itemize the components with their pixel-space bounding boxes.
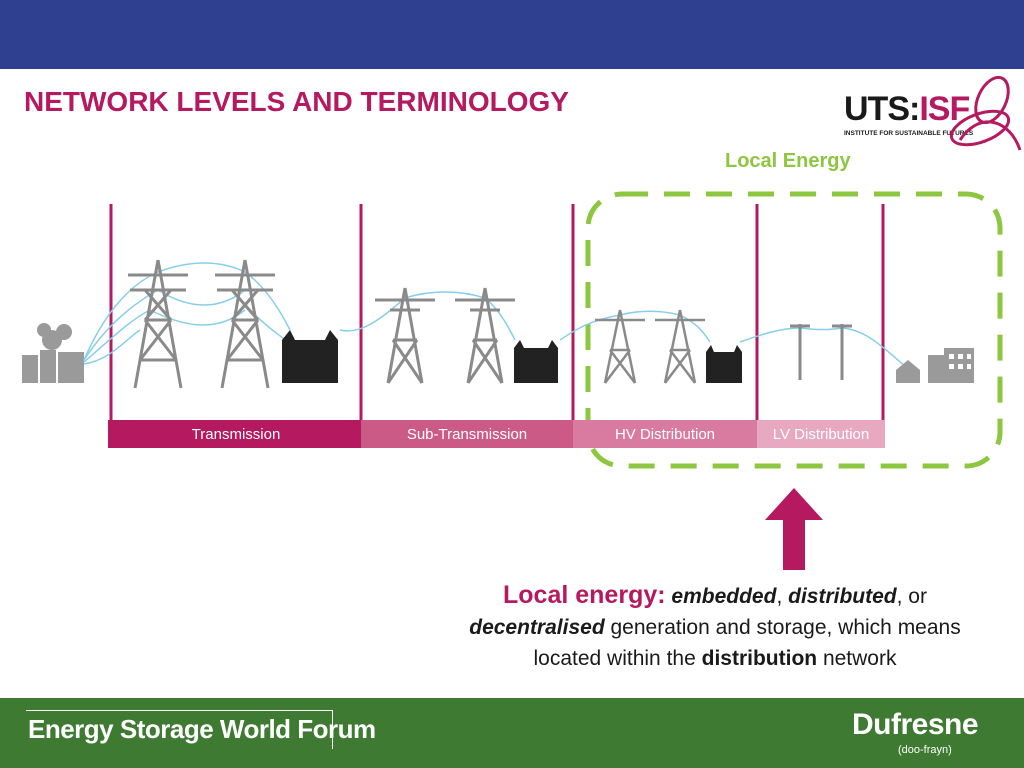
caption-line-3: located within the distribution network: [430, 643, 1000, 674]
caption-term-distributed: distributed: [788, 585, 897, 608]
level-label-transmission: Transmission: [192, 426, 281, 443]
footer-dufresne-logo: Dufresne: [852, 708, 979, 741]
footer-bar: Energy Storage World Forum Dufresne (doo…: [0, 698, 1024, 768]
sub-transmission-tower-icon: [375, 287, 515, 384]
local-energy-region: [585, 191, 1003, 469]
level-bar-sub-transmission: [361, 420, 573, 448]
lv-pole-icon: [790, 324, 852, 380]
network-diagram: Transmission Sub-Transmission HV Distrib…: [22, 191, 1003, 469]
caption-term-embedded: embedded: [671, 585, 777, 608]
uts-isf-logo: UTS:ISF INSTITUTE FOR SUSTAINABLE FUTURE…: [840, 70, 1024, 160]
level-label-lv-distribution: LV Distribution: [773, 426, 869, 443]
caption-lead: Local energy:: [503, 581, 666, 609]
caption-text-2: located within the: [533, 647, 696, 670]
page-title: NETWORK LEVELS AND TERMINOLOGY: [24, 86, 569, 117]
caption-sep-1: ,: [776, 585, 783, 608]
level-label-hv-distribution: HV Distribution: [615, 426, 715, 443]
caption-text-3: network: [822, 647, 897, 670]
transmission-tower-icon: [128, 259, 275, 389]
power-station-icon: [22, 323, 84, 383]
up-arrow-icon: [765, 488, 823, 570]
hv-distribution-tower-icon: [595, 309, 705, 384]
local-energy-label: Local Energy: [725, 150, 851, 172]
level-bar-transmission: [108, 420, 361, 448]
logo-subtitle: INSTITUTE FOR SUSTAINABLE FUTURES: [844, 130, 974, 137]
caption-term-distribution: distribution: [701, 647, 818, 670]
level-label-sub-transmission: Sub-Transmission: [407, 426, 527, 443]
level-bar-lv-distribution: [757, 420, 885, 448]
caption-line-2: decentralised generation and storage, wh…: [430, 612, 1000, 643]
caption-text: Local energy: embedded, distributed, or …: [430, 580, 1000, 674]
footer-event-logo: Energy Storage World Forum: [28, 714, 376, 744]
caption-line-1: Local energy: embedded, distributed, or: [430, 580, 1000, 612]
substation-icon: [282, 330, 742, 383]
logo-main: UTS:: [844, 90, 920, 128]
top-banner: [0, 0, 1024, 69]
level-dividers: [109, 204, 885, 420]
footer-dufresne-pronunciation: (doo-frayn): [898, 744, 952, 756]
logo-text: UTS:ISF: [844, 90, 970, 129]
logo-swirl-icon: [949, 75, 1022, 151]
level-bar-hv-distribution: [573, 420, 757, 448]
caption-text-1: generation and storage, which means: [610, 616, 961, 639]
footer-logo-frame: [26, 710, 333, 749]
caption-term-decentralised: decentralised: [469, 616, 605, 639]
caption-sep-2: , or: [896, 585, 927, 608]
